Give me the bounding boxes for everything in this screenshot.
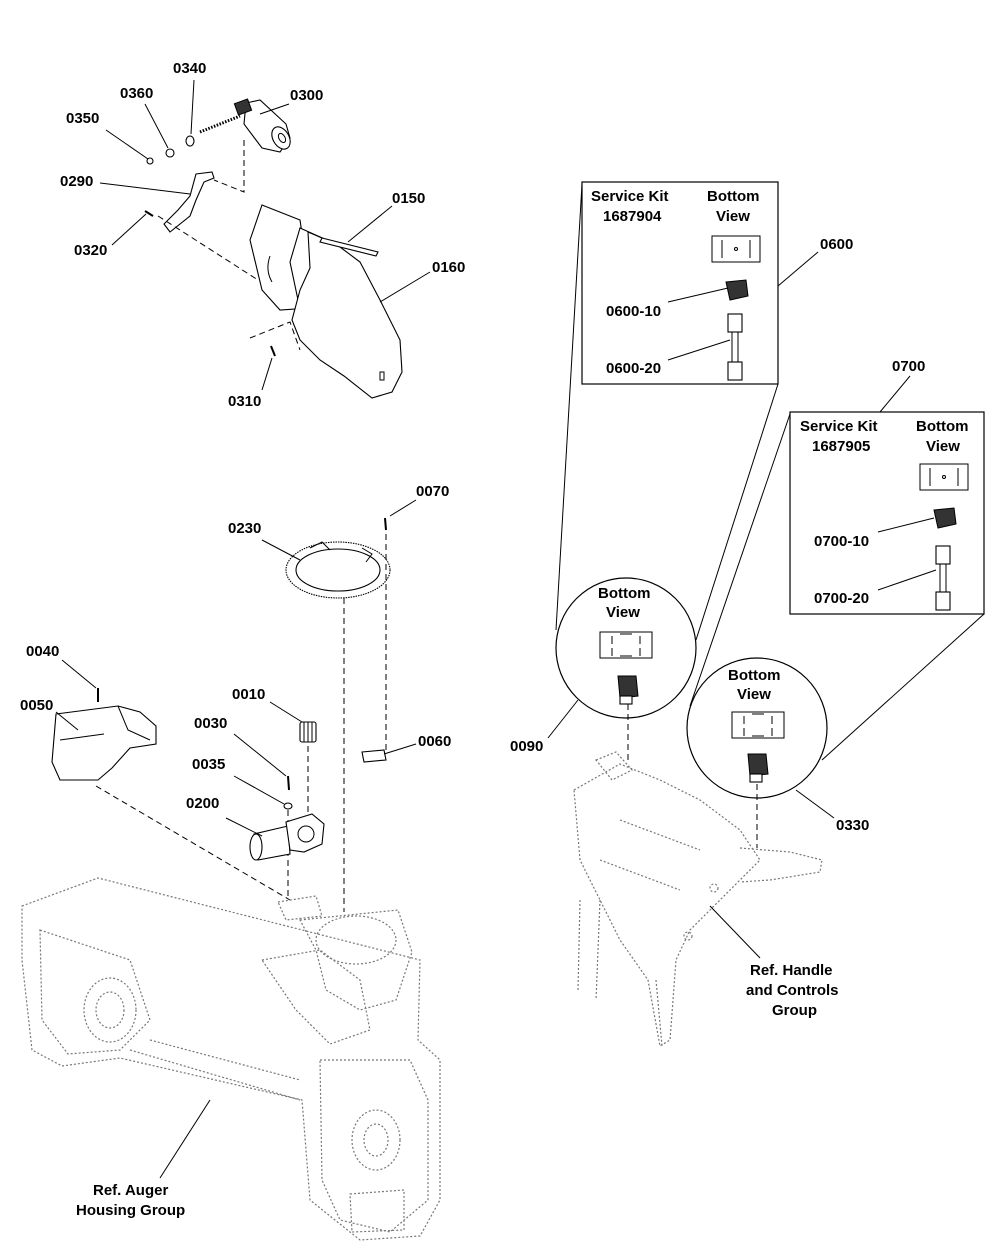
screw-0030: [287, 775, 290, 791]
screw-0320: [144, 210, 154, 217]
motor-cover-0050: [51, 705, 157, 781]
label-0700-20: 0700-20: [814, 590, 869, 607]
service-kit-1687905-box: [789, 411, 985, 615]
label-0350: 0350: [66, 110, 99, 127]
circle0090-view-line2: View: [606, 604, 640, 621]
chute-ring-gear-0230: [285, 541, 391, 599]
switch-detail-circle-0330: [686, 657, 828, 799]
kit1-view-line1: Bottom: [707, 188, 760, 205]
washer-0340: [185, 135, 195, 147]
chute-deflector-assembly: [144, 98, 403, 399]
switch-detail-circle-0090: [555, 577, 697, 719]
label-0070: 0070: [416, 483, 449, 500]
label-0160: 0160: [432, 259, 465, 276]
washer-0360: [165, 148, 175, 158]
nut-0350: [146, 157, 154, 165]
kit2-view-line2: View: [926, 438, 960, 455]
label-0035: 0035: [192, 756, 225, 773]
label-0230: 0230: [228, 520, 261, 537]
label-0060: 0060: [418, 733, 451, 750]
kit1-title-line1: Service Kit: [591, 188, 669, 205]
label-0340: 0340: [173, 60, 206, 77]
circle0330-view-line2: View: [737, 686, 771, 703]
label-0600-10: 0600-10: [606, 303, 661, 320]
label-0600-20: 0600-20: [606, 360, 661, 377]
label-0600: 0600: [820, 236, 853, 253]
auger-ref-line1: Ref. Auger: [93, 1182, 168, 1199]
kit1-title-line2: 1687904: [603, 208, 662, 225]
kit2-title-line1: Service Kit: [800, 418, 878, 435]
label-0300: 0300: [290, 87, 323, 104]
kit1-view-line2: View: [716, 208, 750, 225]
bracket-0290: [163, 171, 215, 233]
label-0200: 0200: [186, 795, 219, 812]
label-0330: 0330: [836, 817, 869, 834]
chute-deflector-0160: [249, 204, 403, 399]
screw-0070: [384, 517, 387, 531]
handle-ref-line3: Group: [772, 1002, 817, 1019]
label-0360: 0360: [120, 85, 153, 102]
auger-ref-line2: Housing Group: [76, 1202, 185, 1219]
deflector-motor-0300: [199, 98, 291, 153]
label-0700: 0700: [892, 358, 925, 375]
auger-housing-reference: [21, 877, 441, 1241]
chute-rotation-motor-0200: [249, 813, 325, 861]
kit2-title-line2: 1687905: [812, 438, 870, 455]
circle0330-view-line1: Bottom: [728, 667, 781, 684]
service-kit-1687904-box: [581, 181, 779, 385]
gear-0010: [299, 721, 317, 743]
kit2-view-line1: Bottom: [916, 418, 969, 435]
label-0030: 0030: [194, 715, 227, 732]
label-0090: 0090: [510, 738, 543, 755]
label-0310: 0310: [228, 393, 261, 410]
handle-controls-reference: [573, 751, 823, 1047]
label-0290: 0290: [60, 173, 93, 190]
label-0320: 0320: [74, 242, 107, 259]
bushing-0060: [361, 749, 387, 763]
washer-0035: [283, 802, 293, 810]
label-0050: 0050: [20, 697, 53, 714]
label-0150: [319, 237, 379, 257]
screw-0310: [270, 345, 276, 357]
label-0150: 0150: [392, 190, 425, 207]
circle0090-view-line1: Bottom: [598, 585, 651, 602]
label-0010: 0010: [232, 686, 265, 703]
handle-ref-line1: Ref. Handle: [750, 962, 833, 979]
label-0040: 0040: [26, 643, 59, 660]
label-0700-10: 0700-10: [814, 533, 869, 550]
handle-ref-line2: and Controls: [746, 982, 839, 999]
